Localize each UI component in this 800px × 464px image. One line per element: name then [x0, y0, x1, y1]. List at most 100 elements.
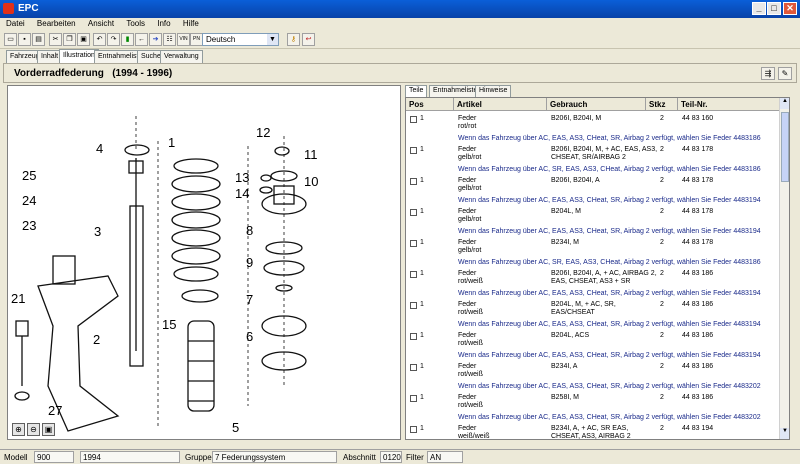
menu-bearbeiten[interactable]: Bearbeiten	[36, 19, 76, 28]
zoom-out-icon[interactable]: ⊖	[27, 423, 40, 436]
col-pos[interactable]: Pos	[406, 98, 454, 111]
row-checkbox[interactable]	[410, 209, 417, 216]
row-checkbox[interactable]	[410, 302, 417, 309]
tab-hinweise[interactable]: Hinweise	[475, 85, 512, 97]
language-value: Deutsch	[206, 35, 236, 44]
menu-hilfe[interactable]: Hilfe	[182, 19, 199, 28]
row-checkbox[interactable]	[410, 271, 417, 278]
vin-icon[interactable]: VIN	[177, 33, 190, 46]
callout-1[interactable]: 1	[168, 135, 176, 150]
row-checkbox[interactable]	[410, 178, 417, 185]
callout-13[interactable]: 13	[235, 170, 250, 185]
col-artikel[interactable]: Artikel	[454, 98, 547, 111]
return-icon[interactable]: ↩	[302, 33, 315, 46]
menu-info[interactable]: Info	[157, 19, 171, 28]
cut-icon[interactable]: ✂	[49, 33, 62, 46]
callout-25[interactable]: 25	[22, 168, 37, 183]
callout-24[interactable]: 24	[22, 193, 37, 208]
chevron-down-icon[interactable]: ▼	[267, 34, 278, 45]
callout-11[interactable]: 11	[304, 147, 318, 162]
back-arrow-icon[interactable]: ←	[135, 33, 148, 46]
vertical-scrollbar[interactable]: ▲ ▼	[779, 98, 789, 439]
row-checkbox[interactable]	[410, 116, 417, 123]
callout-8[interactable]: 8	[246, 223, 254, 238]
callout-23[interactable]: 23	[22, 218, 37, 233]
copy-icon[interactable]: ❐	[63, 33, 76, 46]
col-gebrauch[interactable]: Gebrauch	[547, 98, 646, 111]
forward-arrow-icon[interactable]: ➔	[149, 33, 162, 46]
callout-21[interactable]: 21	[11, 291, 26, 306]
print-icon[interactable]: ▤	[32, 33, 45, 46]
row-checkbox[interactable]	[410, 333, 417, 340]
row-checkbox[interactable]	[410, 364, 417, 371]
callout-15[interactable]: 15	[162, 317, 177, 332]
col-stkz[interactable]: Stkz	[646, 98, 678, 111]
row-note: Wenn das Fahrzeug über AC, SR, EAS, AS3,…	[458, 166, 761, 173]
close-button[interactable]: ✕	[783, 2, 797, 15]
col-teilnr[interactable]: Teil-Nr.	[678, 98, 780, 111]
tab-teile[interactable]: Teile	[405, 85, 428, 97]
menu-datei[interactable]: Datei	[6, 19, 25, 28]
callout-10[interactable]: 10	[304, 174, 319, 189]
paste-icon[interactable]: ▣	[77, 33, 90, 46]
row-note: Wenn das Fahrzeug über AC, EAS, AS3, CHe…	[458, 135, 761, 142]
scroll-down-icon[interactable]: ▼	[780, 428, 789, 439]
cell-artikel: Feder	[458, 301, 477, 308]
callout-9[interactable]: 9	[246, 255, 254, 270]
tab-illustration[interactable]: Illustration	[59, 49, 99, 63]
row-checkbox[interactable]	[410, 147, 417, 154]
cell-stkz: 2	[660, 332, 664, 339]
row-checkbox[interactable]	[410, 240, 417, 247]
key-icon[interactable]: ⚷	[287, 33, 300, 46]
tree-icon[interactable]: ☷	[163, 33, 176, 46]
maximize-button[interactable]: □	[767, 2, 781, 15]
callout-2[interactable]: 2	[93, 332, 101, 347]
redo-icon[interactable]: ↷	[107, 33, 120, 46]
new-icon[interactable]: ▭	[4, 33, 17, 46]
save-icon[interactable]: ▪	[18, 33, 31, 46]
callout-27[interactable]: 27	[48, 403, 63, 418]
tab-entnahmeliste-right[interactable]: Entnahmeliste	[429, 85, 482, 97]
cell-artikel: rot/weiß	[458, 309, 483, 316]
illustration-panel[interactable]: 25 24 23 4 3 1 12 11 13 14 10 8 9 7 6 15…	[7, 85, 401, 440]
zoom-in-icon[interactable]: ⊕	[12, 423, 25, 436]
language-select[interactable]: Deutsch ▼	[202, 33, 279, 46]
callout-14[interactable]: 14	[235, 186, 250, 201]
callout-3[interactable]: 3	[94, 224, 102, 239]
main-tabs: Fahrzeug Inhalt Illustration Entnahmelis…	[0, 49, 800, 63]
add-to-list-icon[interactable]: ⇶	[761, 67, 775, 80]
callout-7[interactable]: 7	[246, 292, 254, 307]
row-checkbox[interactable]	[410, 395, 417, 402]
menu-tools[interactable]: Tools	[126, 19, 146, 28]
bump-stop-5	[187, 320, 215, 412]
callout-6[interactable]: 6	[246, 329, 254, 344]
zoom-fit-icon[interactable]: ▣	[42, 423, 55, 436]
cell-gebrauch: CHSEAT, SR/AIRBAG 2	[551, 154, 626, 161]
tab-verwaltung[interactable]: Verwaltung	[160, 50, 203, 63]
callout-4[interactable]: 4	[96, 141, 104, 156]
scroll-thumb[interactable]	[781, 112, 789, 182]
undo-icon[interactable]: ↶	[93, 33, 106, 46]
row-checkbox[interactable]	[410, 426, 417, 433]
minimize-button[interactable]: _	[752, 2, 766, 15]
window-title: EPC	[18, 3, 39, 14]
callout-12[interactable]: 12	[256, 125, 271, 140]
note-icon[interactable]: ✎	[778, 67, 792, 80]
scroll-up-icon[interactable]: ▲	[780, 98, 789, 109]
flag-icon[interactable]: ▮	[121, 33, 134, 46]
row-note: Wenn das Fahrzeug über AC, EAS, AS3, CHe…	[458, 228, 761, 235]
cell-teilnr: 44 83 186	[682, 270, 714, 277]
callout-5[interactable]: 5	[232, 420, 240, 435]
menu-ansicht[interactable]: Ansicht	[87, 19, 115, 28]
